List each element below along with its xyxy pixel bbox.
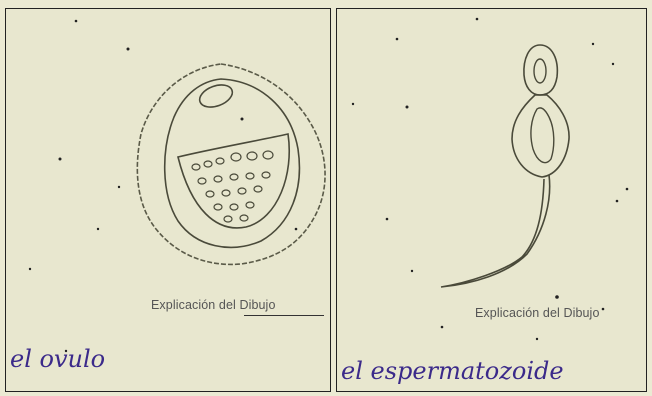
sperm-handwritten-label: el espermatozoide <box>341 357 564 385</box>
sperm-acrosome <box>524 45 557 95</box>
sperm-caption: Explicación del Dibujo <box>475 306 600 320</box>
ovum-handwritten-label: el ovulo <box>10 345 105 373</box>
ovum-inner-membrane <box>165 79 300 247</box>
sperm-drawing-icon <box>337 9 647 392</box>
sperm-nucleus <box>534 59 546 83</box>
paper-specks <box>352 18 629 340</box>
sperm-inner-body <box>531 108 554 163</box>
ovum-drawing-icon <box>6 9 331 392</box>
ovum-yolk <box>178 134 289 228</box>
ovum-panel: Explicación del Dibujo el ovulo <box>5 8 331 392</box>
ovum-caption: Explicación del Dibujo <box>151 298 276 312</box>
sperm-tail <box>441 175 550 287</box>
sperm-panel: Explicación del Dibujo el espermatozoide <box>336 8 647 392</box>
caption-underline <box>244 315 324 316</box>
